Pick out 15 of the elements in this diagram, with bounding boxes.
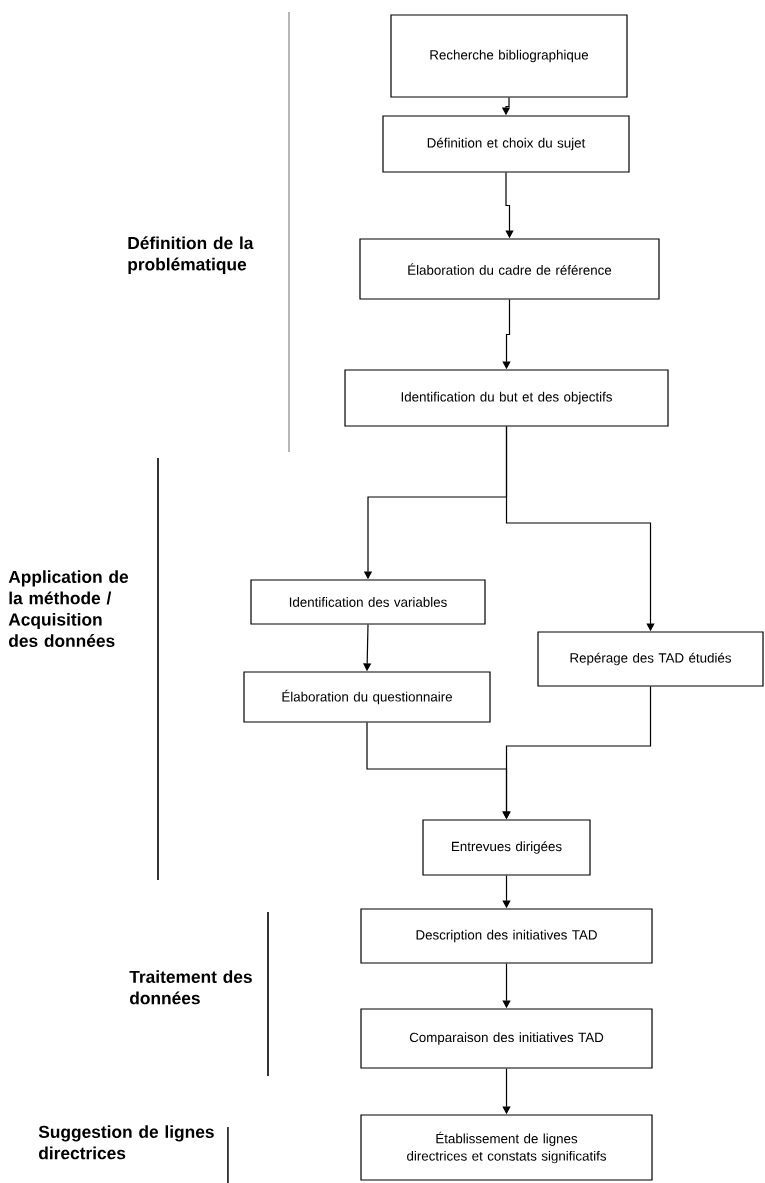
process-box: Repérage des TAD étudiés <box>537 631 764 687</box>
process-box: Élaboration du questionnaire <box>243 671 491 723</box>
section-label: Suggestion de lignes directrices <box>38 1125 214 1160</box>
process-box: Identification des variables <box>250 579 486 625</box>
process-box: Recherche bibliographique <box>390 14 628 98</box>
process-box: Identification du but et des objectifs <box>344 369 669 427</box>
process-box: Entrevues dirigées <box>422 819 591 876</box>
process-box: Établissement de lignes directrices et constats significatifs <box>360 1114 653 1181</box>
process-box: Définition et choix du sujet <box>382 115 630 173</box>
section-label: Traitement des données <box>129 970 252 1005</box>
section-label: Définition de la problématique <box>128 236 254 274</box>
process-box: Comparaison des initiatives TAD <box>360 1008 653 1069</box>
process-box: Élaboration du cadre de référence <box>359 238 660 300</box>
process-box: Description des initiatives TAD <box>360 908 653 964</box>
section-label: Application de la méthode / Acquisition des données <box>8 570 129 647</box>
